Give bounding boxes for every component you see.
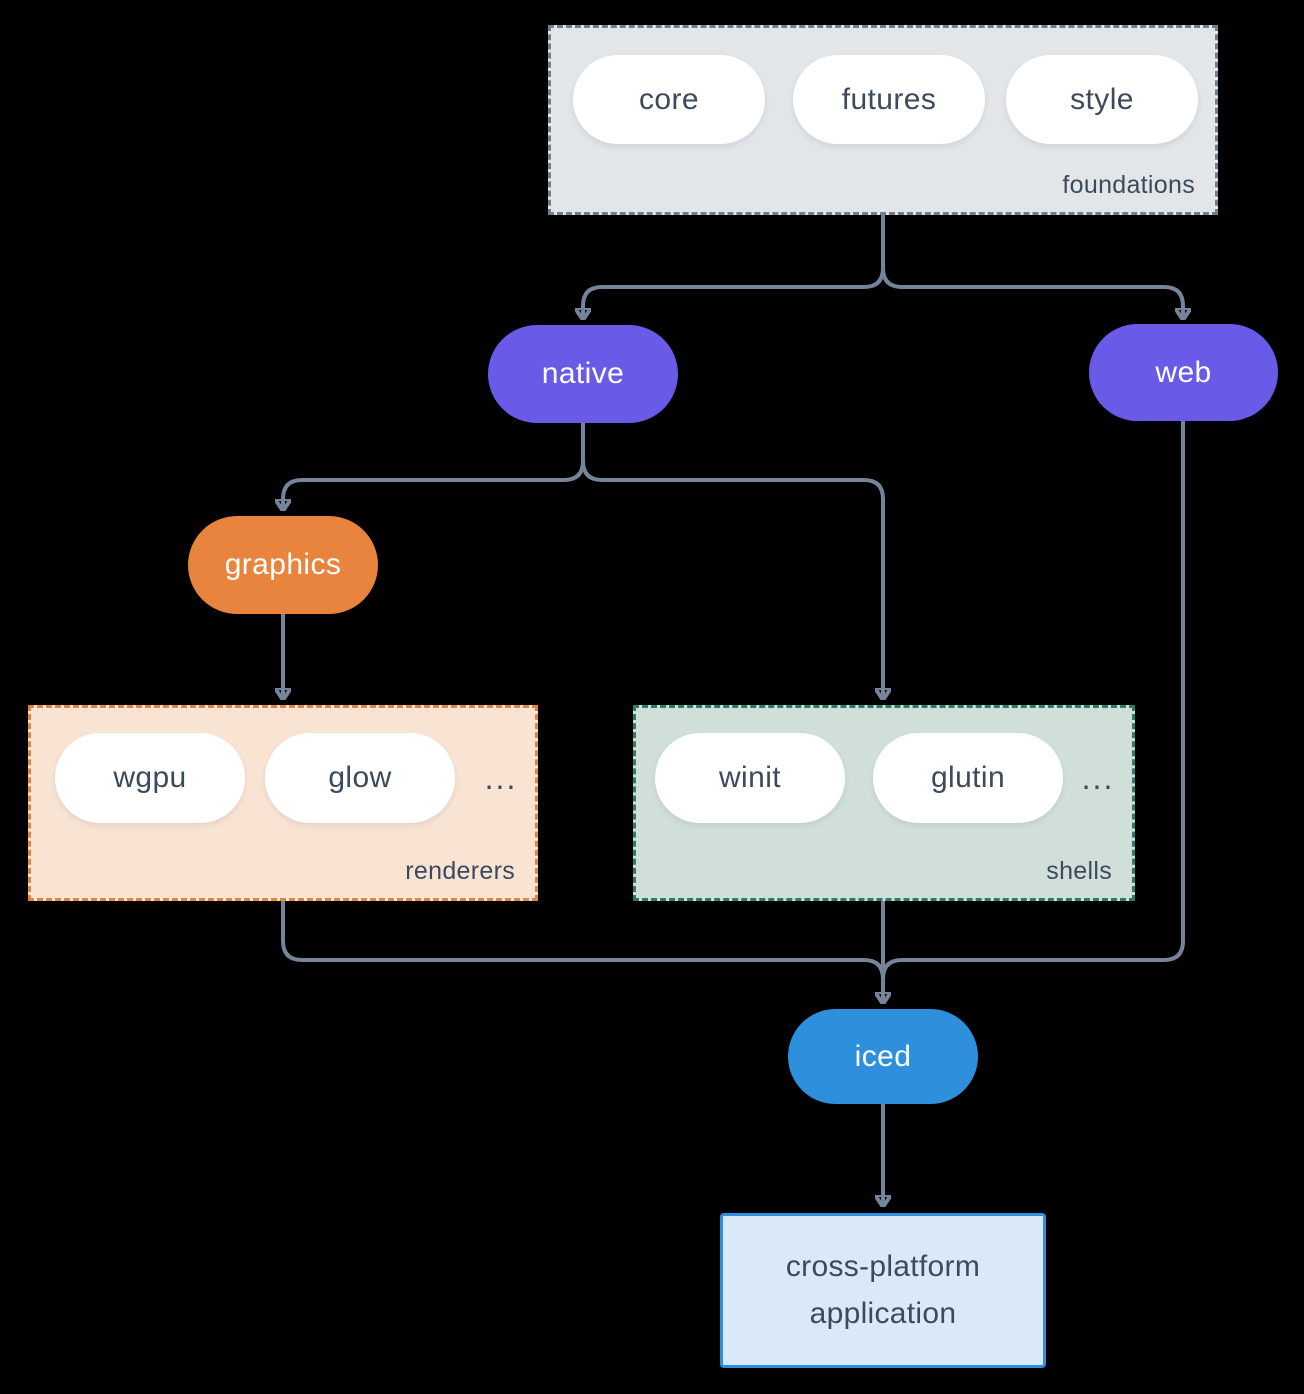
shells-group: winit glutin ... shells xyxy=(633,705,1135,901)
renderers-group-label: renderers xyxy=(405,857,515,885)
node-glow: glow xyxy=(265,733,455,823)
edge-native-graphics xyxy=(283,423,585,509)
edge-renderers-merge xyxy=(281,900,885,980)
node-glutin: glutin xyxy=(873,733,1063,823)
node-wgpu: wgpu xyxy=(55,733,245,823)
node-futures: futures xyxy=(793,55,985,144)
node-winit: winit xyxy=(655,733,845,823)
edge-web-merge xyxy=(881,420,1185,980)
node-core: core xyxy=(573,55,765,144)
edge-foundations-web xyxy=(881,215,1183,318)
edge-foundations-native xyxy=(583,215,885,318)
node-native: native xyxy=(488,325,678,423)
edge-native-shells xyxy=(581,423,883,698)
node-graphics: graphics xyxy=(188,516,378,614)
node-web: web xyxy=(1089,324,1278,421)
shells-ellipsis: ... xyxy=(1081,759,1115,796)
foundations-group: core futures style foundations xyxy=(548,25,1218,215)
shells-group-label: shells xyxy=(1046,857,1112,885)
renderers-group: wgpu glow ... renderers xyxy=(28,705,538,901)
renderers-ellipsis: ... xyxy=(484,759,518,796)
node-style: style xyxy=(1006,55,1198,144)
node-cross-platform-application: cross-platform application xyxy=(720,1213,1046,1368)
foundations-group-label: foundations xyxy=(1062,171,1195,199)
node-iced: iced xyxy=(788,1009,978,1104)
